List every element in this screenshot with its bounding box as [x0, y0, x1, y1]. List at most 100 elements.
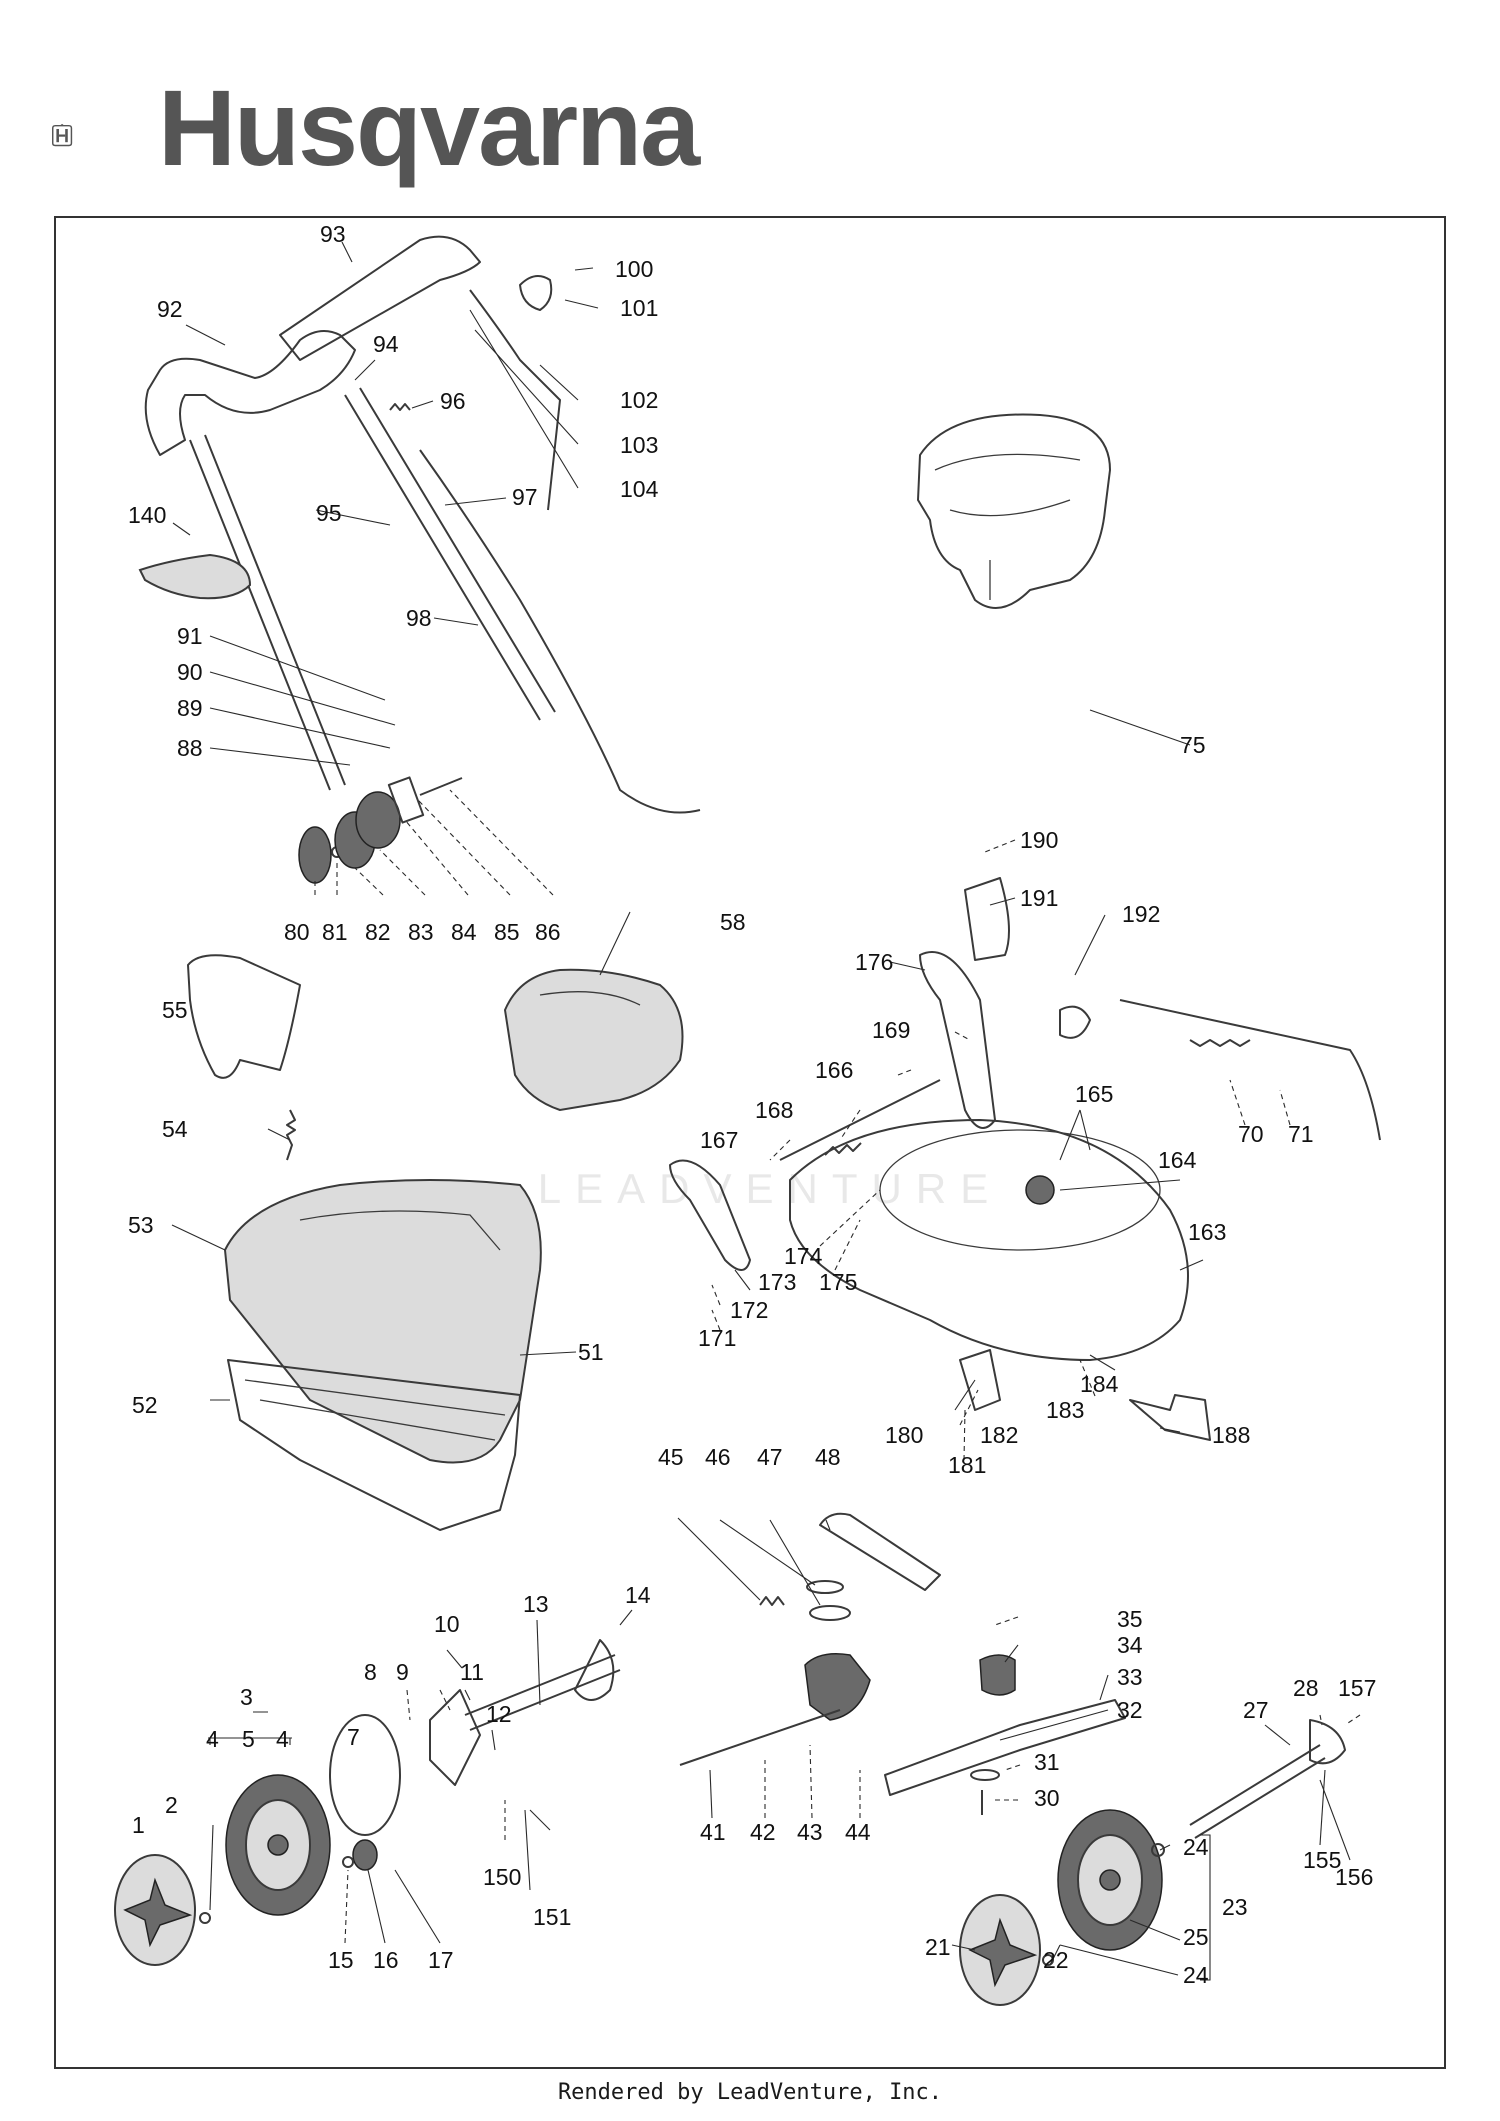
- callout-4b: 4: [276, 1726, 289, 1752]
- callout-166: 166: [815, 1057, 853, 1083]
- callout-171: 171: [698, 1325, 736, 1351]
- callout-165: 165: [1075, 1081, 1113, 1107]
- brand-name: Husqvarna: [158, 67, 700, 188]
- callout-95: 95: [316, 500, 342, 526]
- deck-163: [789, 1119, 1189, 1361]
- hubcap-21: [959, 1894, 1041, 2006]
- callout-184: 184: [1080, 1371, 1119, 1397]
- callout-175: 175: [819, 1269, 857, 1295]
- callout-157: 157: [1338, 1675, 1376, 1701]
- callout-33: 33: [1117, 1664, 1143, 1690]
- callout-75: 75: [1180, 732, 1206, 758]
- callout-53: 53: [128, 1212, 154, 1238]
- callout-52: 52: [132, 1392, 158, 1418]
- callout-155: 155: [1303, 1847, 1341, 1873]
- callout-46: 46: [705, 1444, 731, 1470]
- height-lever-173: [669, 1159, 751, 1271]
- grass-bag-52: [227, 1359, 521, 1531]
- grass-deflector-140: [138, 553, 252, 600]
- upper-handle-bar: [144, 330, 356, 456]
- callout-191: 191: [1020, 885, 1058, 911]
- callout-101: 101: [620, 295, 658, 321]
- callout-173: 173: [758, 1269, 796, 1295]
- callout-22: 22: [1043, 1947, 1069, 1973]
- cover-191: [964, 877, 1010, 961]
- callout-94: 94: [373, 331, 399, 357]
- bracket-188: [1129, 1394, 1211, 1441]
- bar-71: [1119, 999, 1381, 1141]
- footer-credit: Rendered by LeadVenture, Inc.: [557, 2080, 943, 2105]
- spring-70: [1189, 1039, 1251, 1047]
- spring-96: [389, 403, 411, 411]
- callout-10: 10: [434, 1611, 460, 1637]
- callout-181: 181: [948, 1452, 986, 1478]
- callout-182: 182: [980, 1422, 1018, 1448]
- bracket-85: [387, 776, 425, 824]
- callout-2: 2: [165, 1792, 178, 1818]
- callout-92: 92: [157, 296, 183, 322]
- callout-1: 1: [132, 1812, 145, 1838]
- callout-85: 85: [494, 919, 520, 945]
- blade-33: [884, 1699, 1126, 1796]
- callout-14: 14: [625, 1582, 651, 1608]
- wheel-25: [1057, 1809, 1163, 1951]
- callout-102: 102: [620, 387, 658, 413]
- callout-188: 188: [1212, 1422, 1250, 1448]
- height-lever-176: [919, 951, 996, 1129]
- belt-48: [819, 1512, 941, 1591]
- callout-21: 21: [925, 1934, 951, 1960]
- callout-164: 164: [1158, 1147, 1197, 1173]
- callout-5: 5: [242, 1726, 255, 1752]
- callout-15: 15: [328, 1947, 354, 1973]
- bolt-86: [419, 777, 463, 796]
- callout-163: 163: [1188, 1219, 1226, 1245]
- callout-23: 23: [1222, 1894, 1248, 1920]
- callout-156: 156: [1335, 1864, 1373, 1890]
- axle-27: [1189, 1719, 1346, 1839]
- rear-flap-55: [187, 954, 301, 1079]
- callout-4a: 4: [206, 1726, 219, 1752]
- callout-93: 93: [320, 221, 346, 247]
- callout-86: 86: [535, 919, 561, 945]
- callout-31: 31: [1034, 1749, 1060, 1775]
- handle-grip: [279, 235, 481, 361]
- callout-47: 47: [757, 1444, 783, 1470]
- callout-89: 89: [177, 695, 203, 721]
- wheel-5: [225, 1774, 331, 1916]
- callout-3: 3: [240, 1684, 253, 1710]
- callout-41: 41: [700, 1819, 726, 1845]
- drive-shaft-41: [679, 1709, 841, 1766]
- callout-9: 9: [396, 1659, 409, 1685]
- callout-44: 44: [845, 1819, 871, 1845]
- callout-35: 35: [1117, 1606, 1143, 1632]
- callout-51: 51: [578, 1339, 604, 1365]
- pinion-16: [352, 1839, 378, 1871]
- spring-168: [824, 1142, 862, 1156]
- callout-183: 183: [1046, 1397, 1084, 1423]
- callout-84: 84: [451, 919, 477, 945]
- handle-tube-left: [189, 434, 346, 791]
- callout-98: 98: [406, 605, 432, 631]
- handle-tube-right: [344, 387, 556, 721]
- callout-140: 140: [128, 502, 166, 528]
- callout-97: 97: [512, 484, 538, 510]
- callout-172: 172: [730, 1297, 768, 1323]
- callout-24a: 24: [1183, 1834, 1209, 1860]
- callout-12: 12: [486, 1701, 512, 1727]
- grass-bag-frame-53: [223, 1179, 542, 1464]
- washer-2: [199, 1912, 211, 1924]
- callout-103: 103: [620, 432, 658, 458]
- callout-90: 90: [177, 659, 203, 685]
- callout-42: 42: [750, 1819, 776, 1845]
- callout-192: 192: [1122, 901, 1160, 927]
- callout-7: 7: [347, 1724, 360, 1750]
- callout-83: 83: [408, 919, 434, 945]
- callout-28: 28: [1293, 1675, 1319, 1701]
- axle-13: [464, 1639, 621, 1731]
- washer-24: [1151, 1843, 1165, 1857]
- callout-54: 54: [162, 1116, 188, 1142]
- callout-labels: 93 92 94 100 101 102 103 104 96 97 95 14…: [128, 221, 1376, 1988]
- callout-80: 80: [284, 919, 310, 945]
- callout-88: 88: [177, 735, 203, 761]
